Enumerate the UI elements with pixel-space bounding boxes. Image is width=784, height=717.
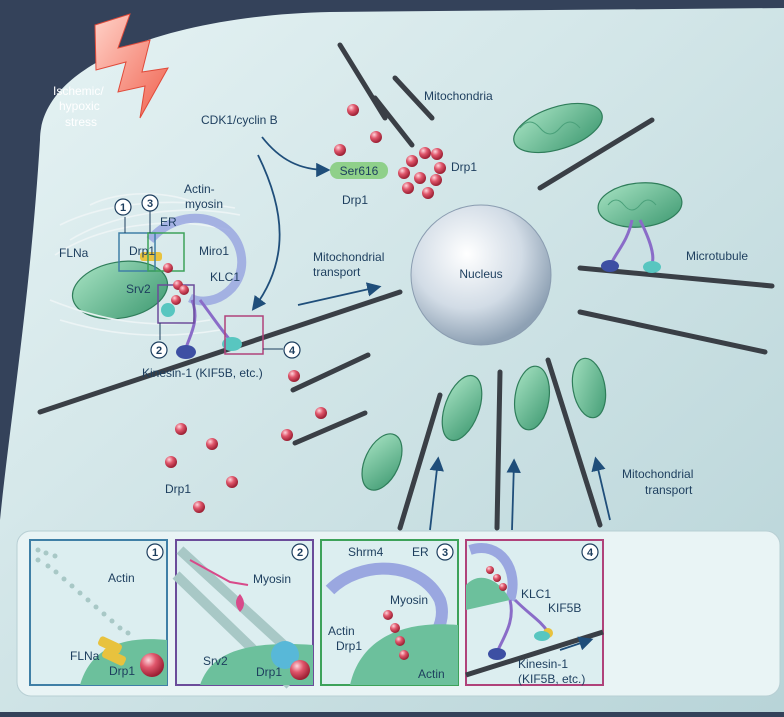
- flna-label: FLNa: [59, 246, 89, 260]
- panel-3-myosin-label: Myosin: [390, 593, 428, 607]
- inset-panel-4: 4 KLC1 KIF5B Kinesin-1 (KIF5B, etc.): [465, 539, 604, 686]
- klc1-label: KLC1: [210, 270, 240, 284]
- actin-myosin-line2: myosin: [185, 197, 223, 211]
- signal-arrows: [251, 136, 611, 531]
- inset-panel-3: 3 Shrm4 ER Myosin Actin Drp1 Actin: [320, 539, 459, 686]
- srv2-label: Srv2: [126, 282, 151, 296]
- panel-3-drp1-label: Drp1: [336, 639, 362, 653]
- cdk1-label: CDK1/cyclin B: [201, 113, 278, 127]
- callout-number-4: 4: [289, 345, 296, 357]
- mito-transport-right-line1: Mitochondrial: [622, 467, 693, 481]
- inset-panel-2: 2 Myosin Srv2 Drp1: [172, 539, 314, 689]
- panel-4-klc1-label: KLC1: [521, 587, 551, 601]
- callout-number-2: 2: [156, 345, 162, 357]
- drp1-label-ser: Drp1: [342, 193, 368, 207]
- panel-3-actin-label-top: Actin: [328, 624, 355, 638]
- mitochondrion: [361, 433, 403, 491]
- drp1-label-actin: Drp1: [129, 244, 155, 258]
- mitochondrion: [513, 102, 603, 154]
- lightning-bolt-icon: [94, 13, 169, 119]
- panel-2-number: 2: [297, 547, 303, 559]
- stress-label-line3: stress: [65, 115, 97, 129]
- panel-4-number: 4: [587, 547, 594, 559]
- actin-myosin-line1: Actin-: [184, 182, 215, 196]
- panel-4-kif5b-label: KIF5B: [548, 601, 581, 615]
- panel-2-myosin-label: Myosin: [253, 572, 291, 586]
- motor-complex-right: [601, 219, 661, 273]
- panel-4-kinesin-sub-label: (KIF5B, etc.): [518, 672, 585, 686]
- mito-transport-center-line2: transport: [313, 265, 361, 279]
- panel-1-drp1-label: Drp1: [109, 664, 135, 678]
- panel-2-drp1-label: Drp1: [256, 665, 282, 679]
- mitochondrion: [513, 365, 551, 431]
- ser616-badge: [330, 162, 388, 179]
- panel-1-flna-label: FLNa: [70, 649, 100, 663]
- mitochondrion: [71, 260, 169, 320]
- panel-3-er-label: ER: [412, 545, 429, 559]
- panel-3-shrm4-label: Shrm4: [348, 545, 384, 559]
- panel-1-actin-label: Actin: [108, 571, 135, 585]
- mito-transport-center-line1: Mitochondrial: [313, 250, 384, 264]
- callout-box-4: [224, 315, 264, 355]
- panel-1-number: 1: [152, 547, 158, 559]
- microtubule-label: Microtubule: [686, 249, 748, 263]
- panel-2-srv2-label: Srv2: [203, 654, 228, 668]
- panel-3-number: 3: [442, 547, 448, 559]
- mitochondrion: [571, 357, 607, 419]
- motor-complex-left: [140, 252, 242, 359]
- nucleus: [410, 204, 552, 346]
- microtubules: [37, 42, 775, 531]
- drp1-particles: [163, 104, 446, 513]
- miro1-label: Miro1: [199, 244, 229, 258]
- endoplasmic-reticulum: [146, 213, 247, 306]
- kinesin-label: Kinesin-1 (KIF5B, etc.): [142, 366, 263, 380]
- mitochondrion: [441, 374, 483, 442]
- drp1-label-bottom: Drp1: [165, 482, 191, 496]
- ser616-label: Ser616: [340, 164, 379, 178]
- stress-label-line1: Ischemic/: [53, 84, 104, 98]
- mito-transport-right-line2: transport: [645, 483, 693, 497]
- mitochondria-label: Mitochondria: [424, 89, 493, 103]
- drp1-label-cluster: Drp1: [451, 160, 477, 174]
- callout-box-1: [118, 232, 156, 272]
- callout-number-3: 3: [147, 198, 153, 210]
- nucleus-label: Nucleus: [459, 267, 502, 281]
- panel-4-kinesin-label: Kinesin-1: [518, 657, 568, 671]
- inset-panel-1: 1 Actin FLNa Drp1: [29, 539, 168, 686]
- er-label: ER: [160, 215, 177, 229]
- panel-3-actin-label-bottom: Actin: [418, 667, 445, 681]
- stress-label-line2: hypoxic: [59, 99, 100, 113]
- callout-number-1: 1: [120, 202, 126, 214]
